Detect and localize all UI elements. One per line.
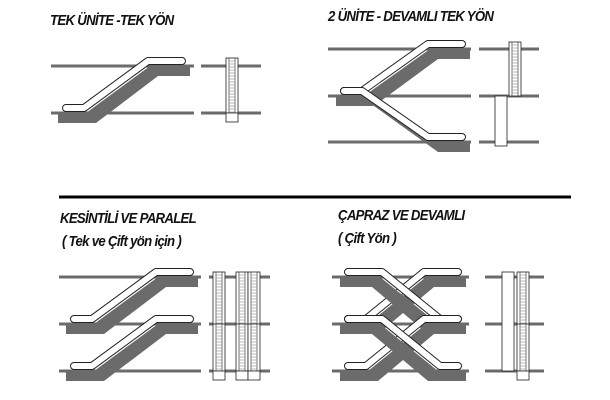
handrail (63, 58, 185, 111)
subtitle-crisscross-continuous: ( Çift Yön ) (338, 230, 397, 247)
escalator-side-view (235, 323, 249, 372)
escalator-side-view (516, 323, 530, 372)
handrail (341, 88, 465, 140)
escalator-side-view (235, 271, 249, 325)
escalator-truss (340, 277, 466, 334)
escalator-side-view (247, 271, 261, 325)
handrail (71, 316, 193, 369)
subtitle-interrupted-parallel: ( Tek ve Çift yön için ) (62, 233, 182, 250)
escalator-truss (340, 324, 466, 381)
escalator-side-view (225, 57, 239, 114)
escalator-side-view (212, 323, 226, 372)
escalator-side-view (247, 323, 261, 372)
escalator-truss (58, 66, 190, 123)
escalator-pit (225, 112, 239, 123)
escalator-pit (235, 370, 249, 381)
title-interrupted-parallel: KESİNTİLİ VE PARALEL (60, 210, 197, 227)
title-single-unit: TEK ÜNİTE -TEK YÖN (50, 12, 174, 29)
escalator-truss (66, 277, 198, 334)
escalator-side-view (212, 271, 226, 325)
title-two-units-continuous: 2 ÜNİTE - DEVAMLI TEK YÖN (328, 8, 494, 25)
title-crisscross-continuous: ÇAPRAZ VE DEVAMLI (338, 207, 465, 224)
escalator-pit (516, 370, 530, 381)
escalator-pit (501, 271, 515, 372)
escalator-pit (212, 370, 226, 381)
escalator-side-view (516, 271, 530, 325)
escalator-pit (494, 95, 508, 147)
escalator-truss (66, 324, 198, 381)
handrail (71, 269, 193, 322)
escalator-truss (336, 49, 470, 106)
handrail (345, 316, 461, 369)
escalator-pit (247, 370, 261, 381)
